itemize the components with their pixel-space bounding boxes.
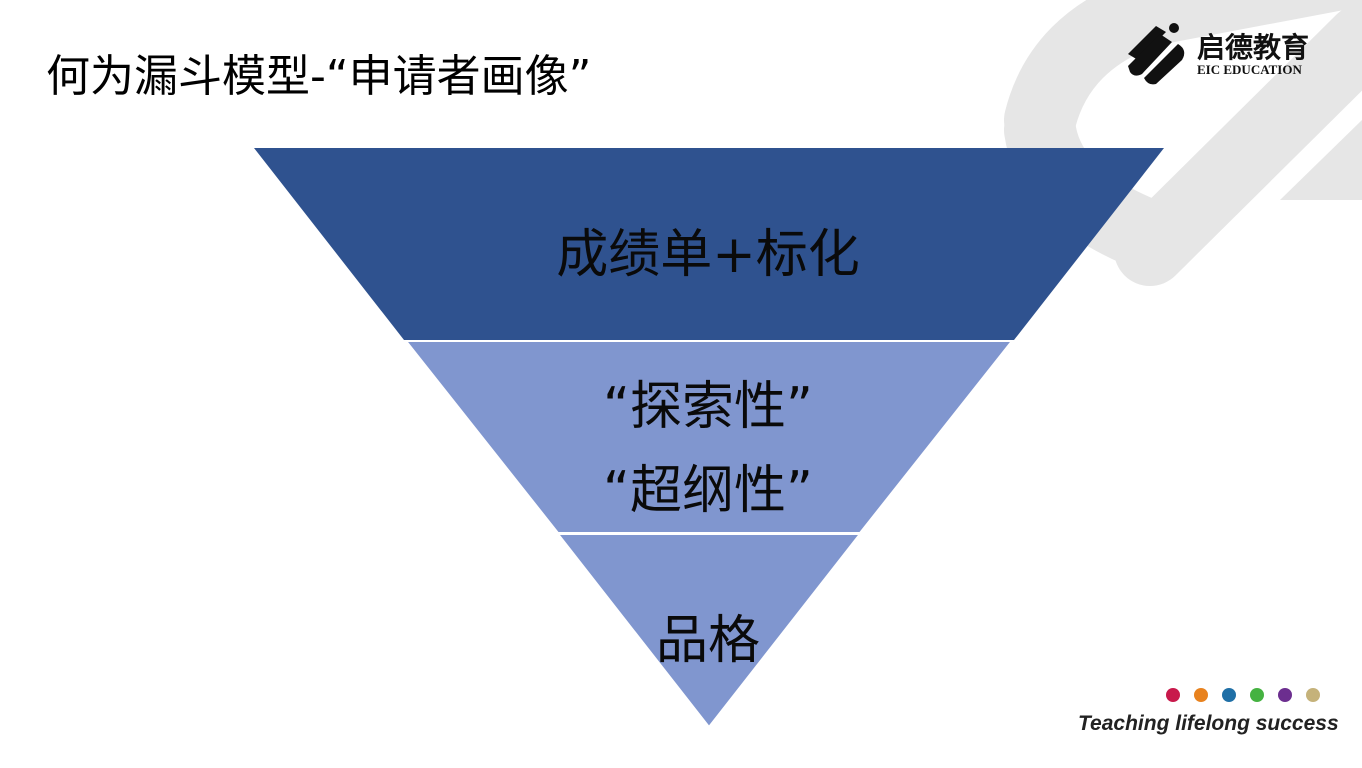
slide-title: 何为漏斗模型-“申请者画像” bbox=[46, 51, 592, 102]
funnel-label-grades: 成绩单+标化 bbox=[556, 225, 860, 285]
brand-dot bbox=[1222, 688, 1236, 702]
funnel-label-beyond-syllabus: “超纲性” bbox=[603, 461, 813, 521]
brand-dots bbox=[1166, 688, 1320, 702]
logo-name-en: EIC EDUCATION bbox=[1197, 62, 1302, 77]
logo-name-cn: 启德教育 bbox=[1197, 31, 1310, 64]
tagline: Teaching lifelong success bbox=[1078, 712, 1339, 735]
brand-dot bbox=[1250, 688, 1264, 702]
eic-logo-icon bbox=[1128, 23, 1185, 85]
funnel-label-character: 品格 bbox=[655, 611, 760, 671]
brand-dot bbox=[1166, 688, 1180, 702]
brand-dot bbox=[1278, 688, 1292, 702]
brand-dot bbox=[1194, 688, 1208, 702]
funnel-level-character bbox=[555, 533, 863, 729]
funnel-level-grades bbox=[254, 148, 1164, 340]
funnel-label-exploration: “探索性” bbox=[603, 377, 813, 437]
brand-dot bbox=[1306, 688, 1320, 702]
